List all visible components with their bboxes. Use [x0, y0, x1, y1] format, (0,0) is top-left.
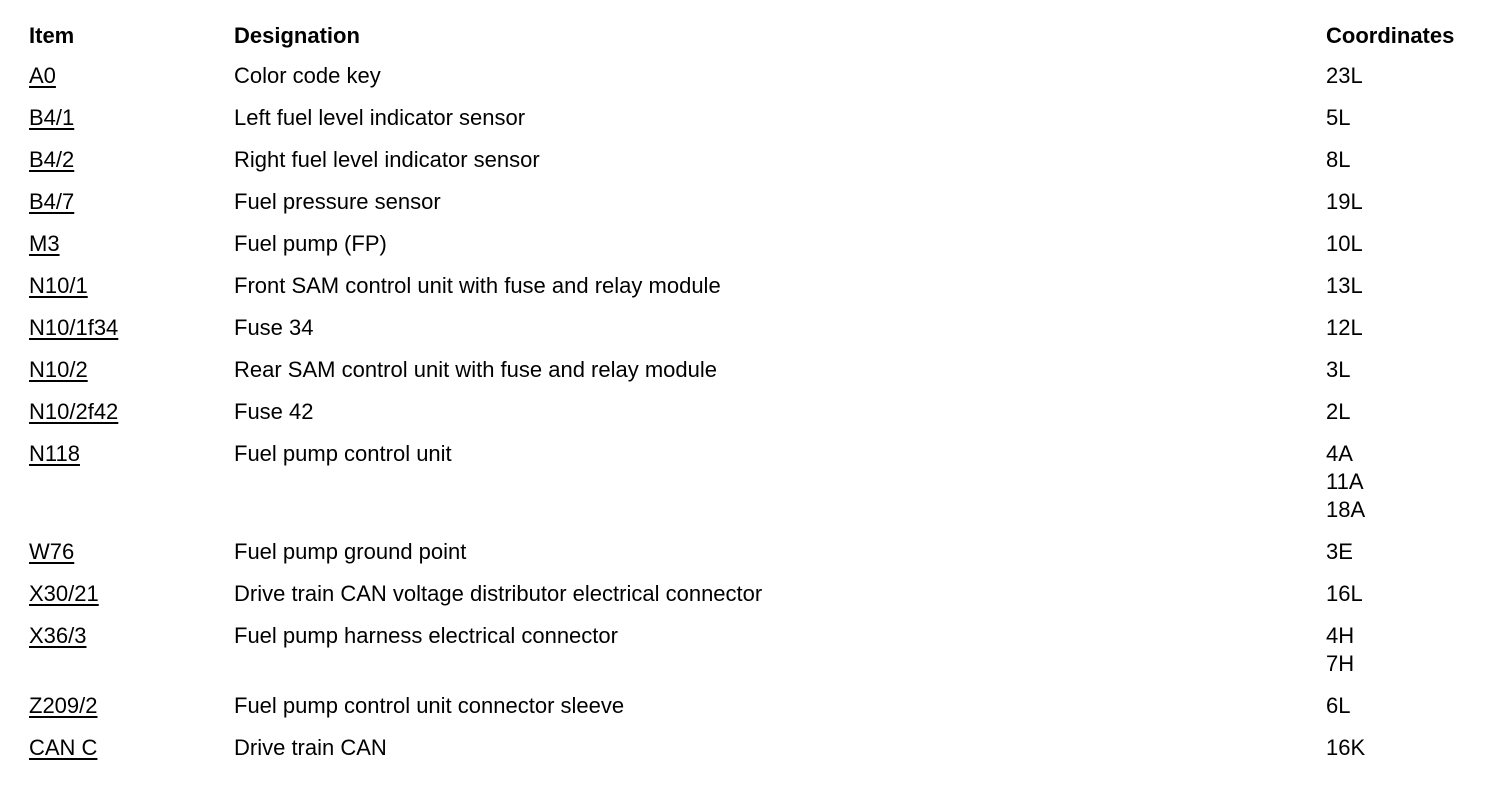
coordinates-cell: 3L	[1326, 356, 1486, 384]
item-link[interactable]: CAN C	[29, 735, 98, 760]
designation-cell: Drive train CAN	[234, 735, 387, 760]
coordinate-value: 16L	[1326, 581, 1363, 606]
coordinates-cell: 2L	[1326, 398, 1486, 426]
designation-cell: Right fuel level indicator sensor	[234, 147, 540, 172]
item-cell: N10/2	[29, 356, 229, 384]
coordinates-cell: 3E	[1326, 538, 1486, 566]
item-cell: M3	[29, 230, 229, 258]
item-link[interactable]: M3	[29, 231, 60, 256]
item-cell: W76	[29, 538, 229, 566]
table-row: N10/1f34 Fuse 34 12L	[29, 314, 1489, 342]
coordinate-value: 5L	[1326, 105, 1351, 130]
coordinates-cell: 8L	[1326, 146, 1486, 174]
designation-column-header: Designation	[234, 23, 360, 48]
item-column-header: Item	[29, 23, 75, 48]
item-cell: X30/21	[29, 580, 229, 608]
coordinates-cell: 16K	[1326, 734, 1486, 762]
item-link[interactable]: N10/1	[29, 273, 88, 298]
item-link[interactable]: N118	[29, 441, 80, 466]
item-cell: A0	[29, 62, 229, 90]
table-body: A0 Color code key 23L B4/1 Left fuel level i…	[29, 62, 1489, 762]
coordinate-value: 4A	[1326, 441, 1353, 466]
table-row: Z209/2 Fuel pump control unit connector s…	[29, 692, 1489, 720]
table-row: A0 Color code key 23L	[29, 62, 1489, 90]
item-cell: N10/1f34	[29, 314, 229, 342]
table-header: Item Designation Coordinates	[29, 20, 1489, 62]
table-row: X30/21 Drive train CAN voltage distributo…	[29, 580, 1489, 608]
designation-cell: Fuse 42	[234, 399, 314, 424]
coordinate-value: 16K	[1326, 735, 1366, 760]
item-cell: B4/7	[29, 188, 229, 216]
coordinates-cell: 5L	[1326, 104, 1486, 132]
table-row: N10/2 Rear SAM control unit with fuse and…	[29, 356, 1489, 384]
coordinate-value: 7H	[1326, 651, 1355, 676]
item-cell: N10/2f42	[29, 398, 229, 426]
table-row: M3 Fuel pump (FP) 10L	[29, 230, 1489, 258]
table-row: X36/3 Fuel pump harness electrical connec…	[29, 622, 1489, 678]
coordinates-cell: 4A 11A 18A	[1326, 440, 1486, 524]
designation-cell: Fuel pump harness electrical connector	[234, 623, 618, 648]
table-row: B4/7 Fuel pressure sensor 19L	[29, 188, 1489, 216]
coordinates-cell: 12L	[1326, 314, 1486, 342]
coordinate-value: 2L	[1326, 399, 1351, 424]
designation-cell: Color code key	[234, 63, 381, 88]
designation-cell: Fuel pump ground point	[234, 539, 467, 564]
item-link[interactable]: N10/2f42	[29, 399, 119, 424]
coordinates-column-header: Coordinates	[1326, 23, 1455, 48]
component-legend-table: Item Designation Coordinates A0 Color cod…	[29, 20, 1489, 776]
item-cell: CAN C	[29, 734, 229, 762]
designation-cell: Left fuel level indicator sensor	[234, 105, 526, 130]
item-link[interactable]: N10/1f34	[29, 315, 119, 340]
coordinate-value: 6L	[1326, 693, 1351, 718]
item-cell: B4/2	[29, 146, 229, 174]
coordinates-cell: 16L	[1326, 580, 1486, 608]
table-row: B4/1 Left fuel level indicator sensor 5L	[29, 104, 1489, 132]
item-link[interactable]: W76	[29, 539, 75, 564]
coordinates-cell: 6L	[1326, 692, 1486, 720]
coordinate-value: 3L	[1326, 357, 1351, 382]
coordinate-value: 4H	[1326, 623, 1355, 648]
coordinate-value: 23L	[1326, 63, 1363, 88]
designation-cell: Front SAM control unit with fuse and rel…	[234, 273, 721, 298]
coordinate-value: 18A	[1326, 497, 1366, 522]
table-row: B4/2 Right fuel level indicator sensor 8L	[29, 146, 1489, 174]
item-link[interactable]: B4/7	[29, 189, 75, 214]
coordinate-value: 19L	[1326, 189, 1363, 214]
coordinate-value: 11A	[1326, 469, 1364, 494]
item-cell: Z209/2	[29, 692, 229, 720]
designation-cell: Fuel pump control unit	[234, 441, 452, 466]
item-link[interactable]: Z209/2	[29, 693, 98, 718]
coordinate-value: 13L	[1326, 273, 1363, 298]
table-row: N10/2f42 Fuse 42 2L	[29, 398, 1489, 426]
designation-cell: Fuse 34	[234, 315, 314, 340]
table-row: W76 Fuel pump ground point 3E	[29, 538, 1489, 566]
item-cell: N118	[29, 440, 229, 468]
designation-cell: Fuel pump control unit connector sleeve	[234, 693, 625, 718]
coordinate-value: 3E	[1326, 539, 1353, 564]
coordinates-cell: 10L	[1326, 230, 1486, 258]
item-link[interactable]: N10/2	[29, 357, 88, 382]
coordinate-value: 8L	[1326, 147, 1351, 172]
coordinate-value: 12L	[1326, 315, 1363, 340]
item-cell: N10/1	[29, 272, 229, 300]
table-row: N118 Fuel pump control unit 4A 11A 18A	[29, 440, 1489, 524]
designation-cell: Fuel pressure sensor	[234, 189, 441, 214]
designation-cell: Rear SAM control unit with fuse and rela…	[234, 357, 718, 382]
item-link[interactable]: X30/21	[29, 581, 99, 606]
item-cell: X36/3	[29, 622, 229, 650]
designation-cell: Fuel pump (FP)	[234, 231, 387, 256]
item-link[interactable]: B4/1	[29, 105, 75, 130]
table-row: N10/1 Front SAM control unit with fuse an…	[29, 272, 1489, 300]
table-row: CAN C Drive train CAN 16K	[29, 734, 1489, 762]
coordinate-value: 10L	[1326, 231, 1363, 256]
coordinates-cell: 19L	[1326, 188, 1486, 216]
item-link[interactable]: B4/2	[29, 147, 75, 172]
item-link[interactable]: X36/3	[29, 623, 87, 648]
coordinates-cell: 23L	[1326, 62, 1486, 90]
item-link[interactable]: A0	[29, 63, 56, 88]
designation-cell: Drive train CAN voltage distributor elec…	[234, 581, 763, 606]
item-cell: B4/1	[29, 104, 229, 132]
coordinates-cell: 13L	[1326, 272, 1486, 300]
